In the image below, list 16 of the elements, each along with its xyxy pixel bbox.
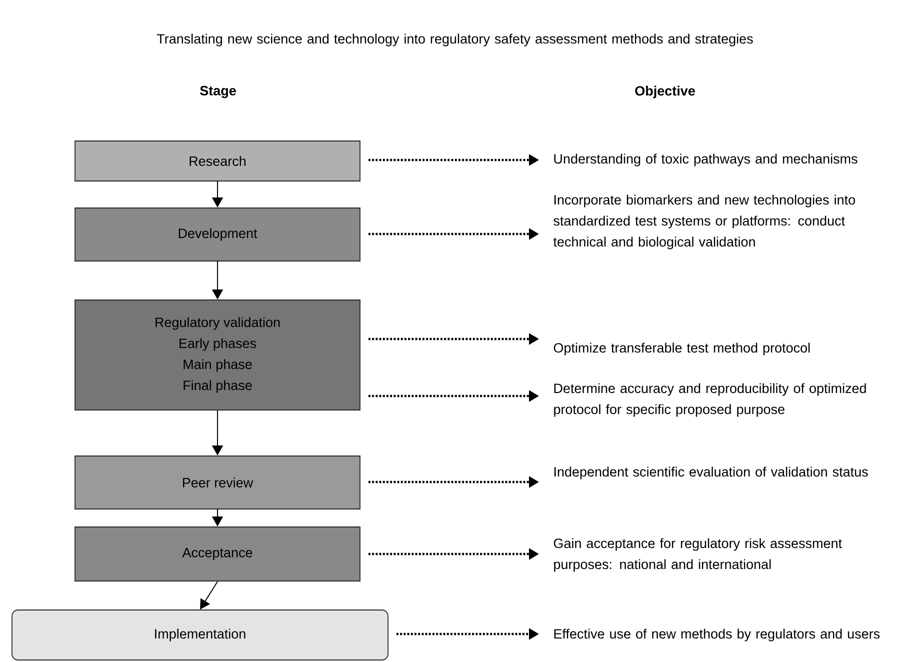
objective-text: Optimize transferable test method protocol <box>554 342 810 356</box>
stage-box: Peer review <box>74 456 360 510</box>
objective-text: Determine accuracy and reproducibility of optimized protocol for specific proposed purpose <box>554 383 866 417</box>
objective-text: Effective use of new methods by regulators and users <box>554 628 880 642</box>
stage-box: Acceptance <box>74 526 360 582</box>
stage-box: Development <box>74 208 360 262</box>
objective-text: Gain acceptance for regulatory risk assessment purposes: national and international <box>554 538 842 572</box>
stage-box: Research <box>74 140 360 182</box>
title: Translating new science and technology into regulatory safety assessment methods and strategies <box>156 34 753 46</box>
objective-text: Understanding of toxic pathways and mechanisms <box>554 154 858 166</box>
column-header: Objective <box>635 86 695 98</box>
column-header: Stage <box>200 86 236 98</box>
objective-text: Independent scientific evaluation of validation status <box>554 466 868 480</box>
stage-box: Regulatory validation Early phases Main phase Final phase <box>74 300 360 410</box>
objective-text: Incorporate biomarkers and new technologies into standardized test systems or platforms: conduct technical and biological validation <box>553 194 855 250</box>
stage-box: Implementation <box>12 610 388 660</box>
